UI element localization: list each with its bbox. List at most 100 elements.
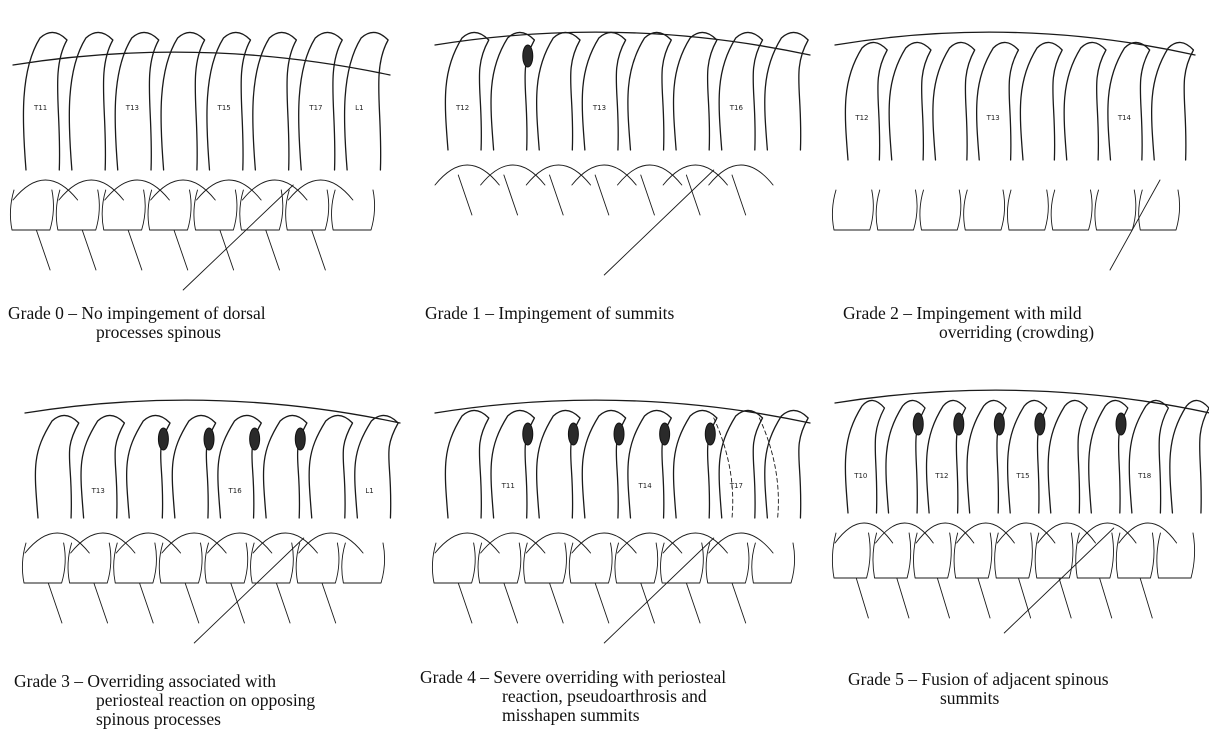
vertebra-label: T17 [308, 104, 322, 112]
grade-description-cont: summits [848, 689, 1109, 708]
spinous-process-outline [845, 400, 884, 513]
spinous-process-outline [345, 32, 389, 170]
vertebral-body-outline [1095, 190, 1136, 230]
periosteal-lesion-mark [1035, 413, 1045, 435]
periosteal-lesion-mark [523, 423, 533, 445]
rib-line [322, 583, 336, 623]
periosteal-lesion-mark [568, 423, 578, 445]
rib-line [732, 583, 746, 623]
rib-line [312, 230, 326, 270]
rib-line [276, 583, 290, 623]
vertebra-label: T11 [33, 104, 47, 112]
periosteal-lesion-mark [204, 428, 214, 450]
spinous-process-outline [355, 415, 398, 518]
periosteal-lesion-mark [614, 423, 624, 445]
spinous-process-outline [719, 410, 762, 518]
caption-grade-3: Grade 3 – Overriding associated with per… [14, 672, 315, 729]
rib-line [1140, 578, 1152, 618]
vertebra-label: T12 [934, 472, 948, 480]
rib-line [94, 583, 108, 623]
periosteal-lesion-mark [250, 428, 260, 450]
panel-grade-2: T12T13T14 [810, 0, 1209, 290]
spine-illustration: T11T14T17 [410, 368, 820, 658]
spinous-process-outline [719, 32, 762, 150]
spinous-process-outline [674, 32, 717, 150]
spinous-process-outline [1170, 400, 1209, 513]
spine-illustration: T12T13T16 [410, 0, 810, 290]
rib-line [686, 175, 700, 215]
rib-line [897, 578, 909, 618]
vertebral-body-outline [1139, 190, 1180, 230]
spinous-process-outline [81, 415, 124, 518]
rib-line [504, 175, 518, 215]
articular-process-arc [1119, 523, 1177, 543]
rib-line [1059, 578, 1071, 618]
spinous-process-outline [1020, 42, 1062, 160]
articular-process-arc [709, 165, 773, 185]
vertebral-body-outline [876, 190, 917, 230]
spine-illustration: T10T12T15T18 [820, 368, 1209, 658]
spinous-process-outline [977, 42, 1019, 160]
diaphragm-line [604, 538, 714, 643]
spinous-process-outline [309, 415, 352, 518]
rib-line [185, 583, 199, 623]
panel-grade-4: T11T14T17 [410, 368, 820, 658]
vertebra-label: T18 [1137, 472, 1151, 480]
dashed-outline [714, 418, 733, 518]
vertebral-body-outline [920, 190, 961, 230]
vertebral-body-outline [1157, 533, 1195, 578]
vertebral-body-outline [964, 190, 1005, 230]
rib-line [641, 175, 655, 215]
vertebra-label: T13 [91, 487, 105, 495]
caption-grade-1: Grade 1 – Impingement of summits [425, 304, 674, 323]
rib-line [937, 578, 949, 618]
grade-description: No impingement of dorsal [81, 303, 265, 323]
panel-grade-5: T10T12T15T18 [820, 368, 1209, 658]
vertebra-label: T16 [227, 487, 242, 495]
diaphragm-line [1004, 528, 1114, 633]
rib-line [550, 175, 564, 215]
grade-description-cont: spinous processes [14, 710, 315, 729]
caption-grade-5: Grade 5 – Fusion of adjacent spinous sum… [848, 670, 1109, 708]
spinous-process-outline [933, 42, 975, 160]
periosteal-lesion-mark [994, 413, 1004, 435]
grade-description: Overriding associated with [87, 671, 276, 691]
vertebra-label: T12 [455, 104, 469, 112]
periosteal-lesion-mark [523, 45, 533, 67]
spinous-process-outline [253, 32, 297, 170]
diaphragm-line [194, 538, 304, 643]
spinous-process-outline [1048, 400, 1087, 513]
caption-grade-2: Grade 2 – Impingement with mild overridi… [843, 304, 1094, 342]
rib-line [550, 583, 564, 623]
spinous-process-outline [765, 410, 808, 518]
grade-label: Grade 0 [8, 303, 64, 323]
vertebral-body-outline [332, 190, 375, 230]
rib-line [504, 583, 518, 623]
supraspinous-ligament-line [435, 32, 810, 55]
rib-line [595, 583, 609, 623]
spinous-process-outline [1108, 42, 1150, 160]
spine-illustration: T11T13T15T17L1 [0, 0, 400, 290]
diaphragm-line [604, 170, 714, 275]
rib-line [1018, 578, 1030, 618]
articular-process-arc [288, 180, 353, 200]
spinous-process-outline [628, 32, 671, 150]
rib-line [856, 578, 868, 618]
grade-description: Severe overriding with periosteal [493, 667, 726, 687]
periosteal-lesion-mark [913, 413, 923, 435]
rib-line [732, 175, 746, 215]
grade-description-cont: reaction, pseudoarthrosis and [420, 687, 726, 706]
rib-line [641, 583, 655, 623]
vertebra-label: T14 [637, 482, 652, 490]
grade-label: Grade 4 [420, 667, 476, 687]
rib-line [220, 230, 234, 270]
grade-description-cont: periosteal reaction on opposing [14, 691, 315, 710]
vertebra-label: T17 [729, 482, 743, 490]
vertebra-label: T12 [854, 114, 868, 122]
grade-description-cont: overriding (crowding) [843, 323, 1094, 342]
grade-label: Grade 3 [14, 671, 70, 691]
articular-process-arc [299, 533, 363, 553]
panel-grade-0: T11T13T15T17L1 [0, 0, 400, 290]
grade-description-cont: processes spinous [8, 323, 266, 342]
